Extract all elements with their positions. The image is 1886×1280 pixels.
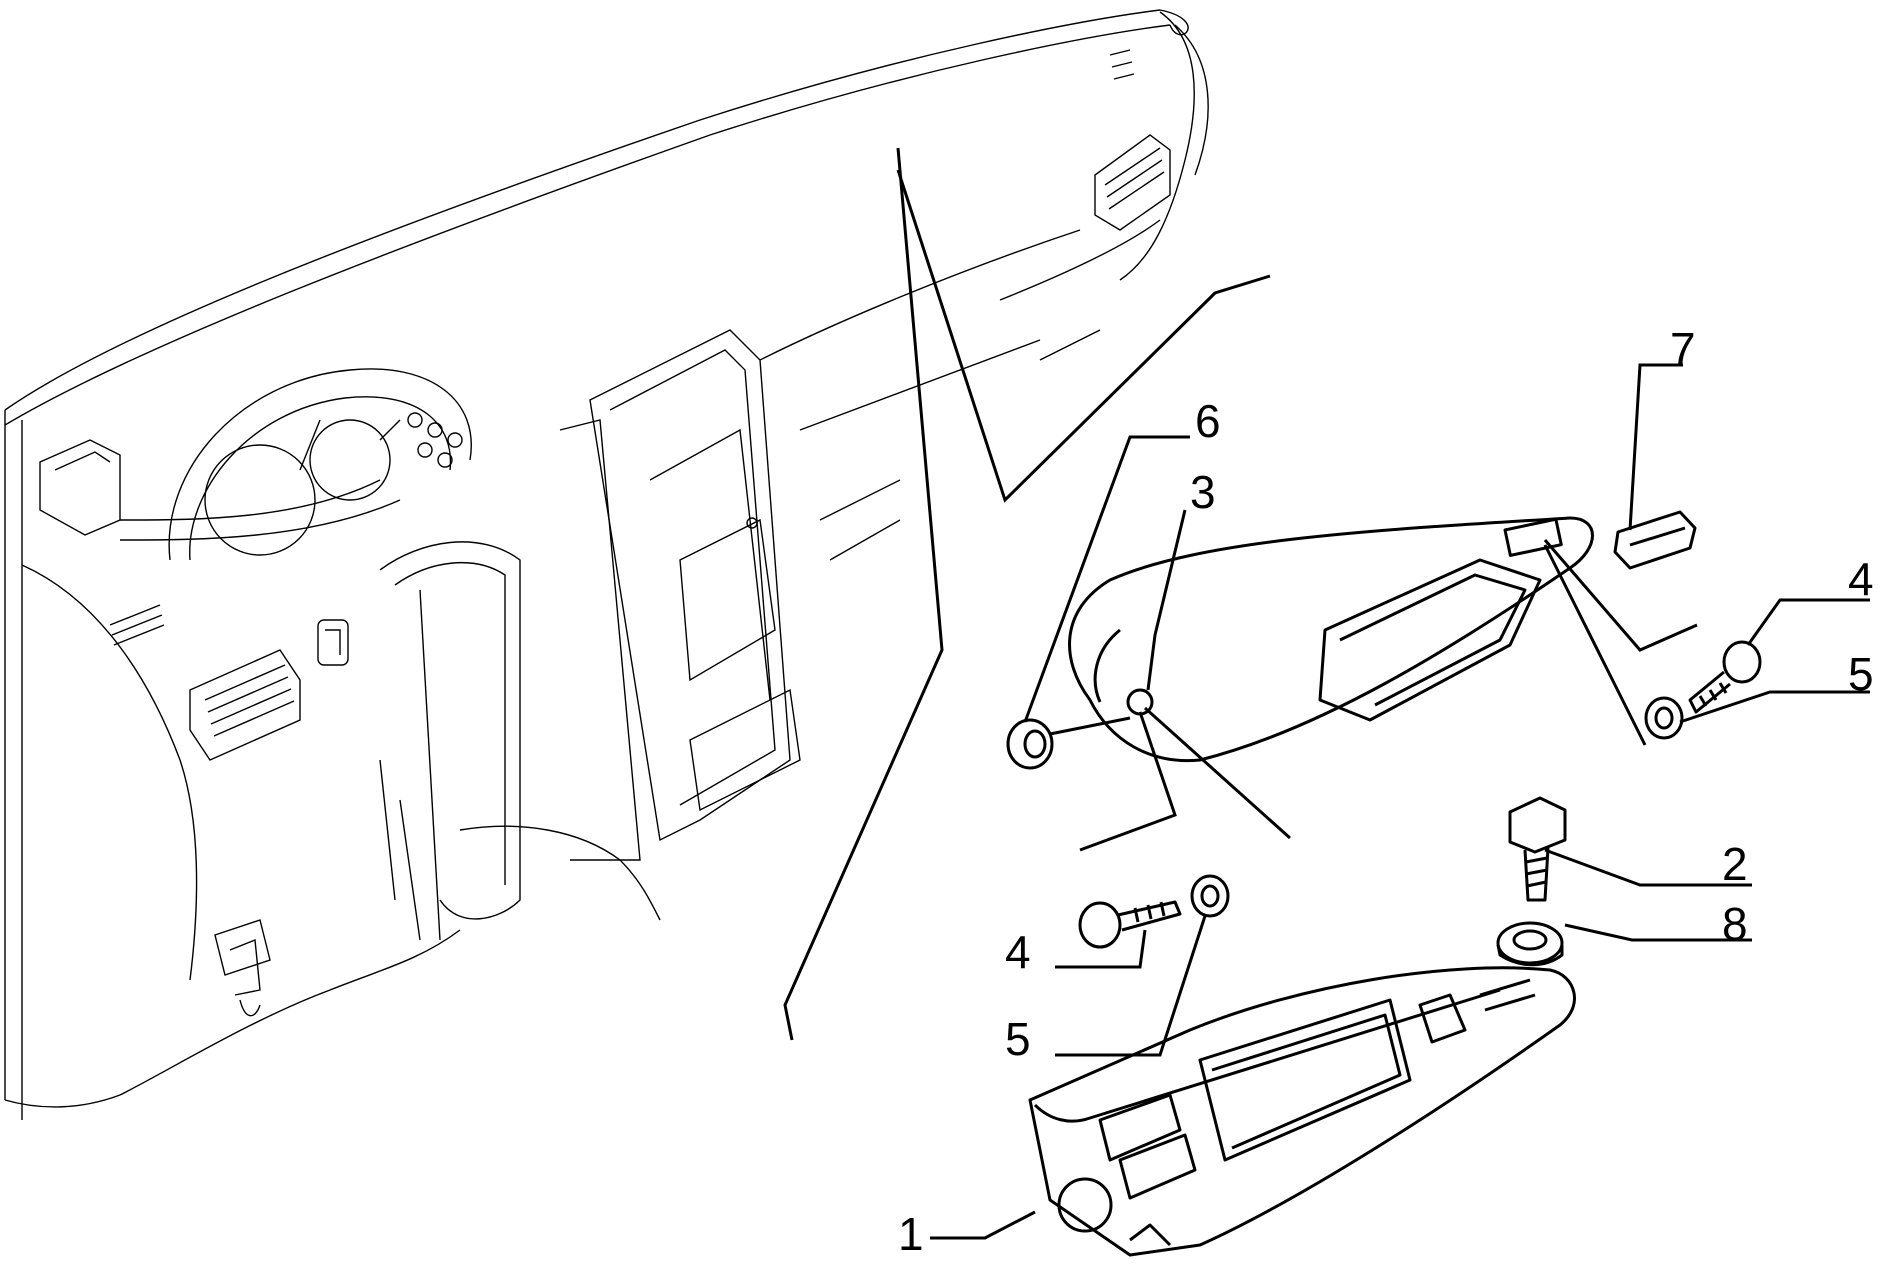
leader-5a [1679, 690, 1870, 724]
reference-line-b [1079, 711, 1177, 852]
leader-6 [1023, 435, 1190, 723]
reference-line-a [1143, 706, 1292, 840]
callout-1: 1 [898, 1208, 924, 1260]
washer-part-8 [1496, 921, 1564, 967]
clip-part-7 [1613, 510, 1697, 570]
callout-4b: 4 [1005, 926, 1031, 978]
callout-4a: 4 [1848, 553, 1874, 605]
leader-2 [1544, 848, 1752, 887]
callout-3: 3 [1190, 466, 1216, 518]
cut-line-left [783, 147, 944, 1041]
callout-7: 7 [1670, 323, 1696, 375]
screw-part-4-left [1078, 900, 1182, 949]
callout-6: 6 [1195, 395, 1221, 447]
callout-5b: 5 [1005, 1013, 1031, 1065]
leader-3 [1146, 509, 1187, 691]
reference-line-d [1543, 544, 1647, 746]
cluster-surround-part-3 [1068, 516, 1594, 763]
cut-line-right [896, 169, 1271, 503]
callout-5a: 5 [1848, 648, 1874, 700]
instrument-cluster-part-1 [1028, 966, 1576, 1257]
grommet-part-6 [1006, 716, 1131, 770]
leader-7 [1628, 363, 1683, 531]
leader-8 [1564, 923, 1752, 942]
parts-group [783, 147, 1870, 1257]
callout-8: 8 [1722, 898, 1748, 950]
leader-5b [1055, 915, 1207, 1057]
leader-4b [1055, 929, 1147, 969]
callout-2: 2 [1722, 838, 1748, 890]
callout-labels: 1 2 3 4 4 5 5 6 7 8 [898, 323, 1874, 1260]
washer-part-5-left [1190, 874, 1230, 918]
leader-1 [930, 1210, 1036, 1240]
leader-4a [1746, 598, 1870, 646]
reference-line-c [1543, 539, 1698, 652]
bolt-part-2 [1508, 796, 1567, 902]
screw-part-4-right [1688, 640, 1762, 714]
washer-part-5-right [1644, 696, 1684, 740]
